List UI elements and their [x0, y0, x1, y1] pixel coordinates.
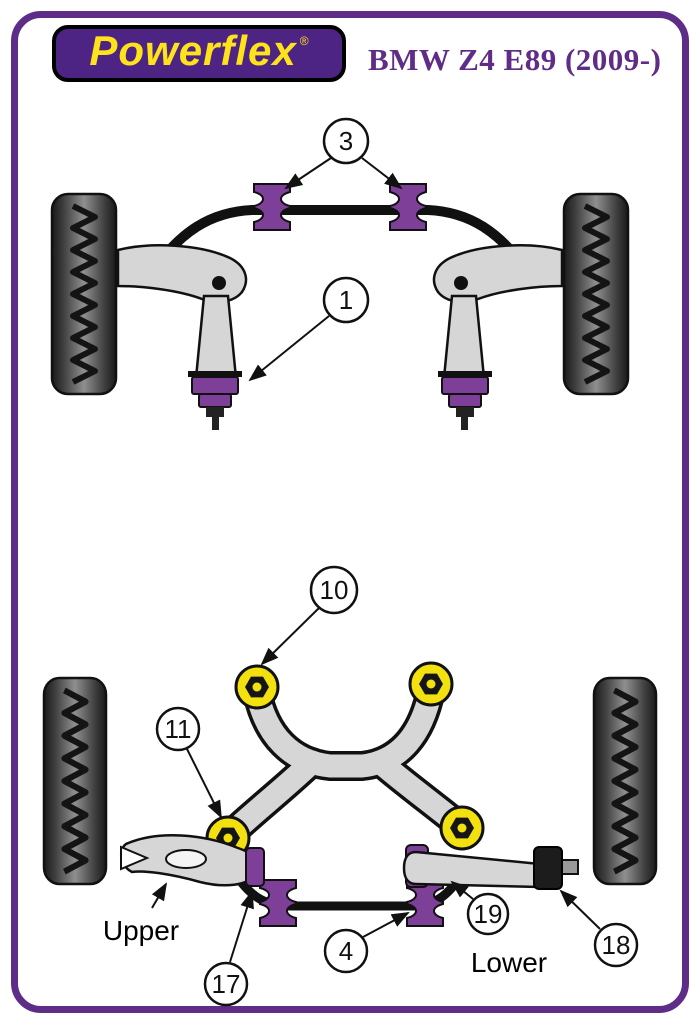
callout-11-number: 11: [165, 714, 192, 744]
front-right-arm: [432, 244, 564, 432]
front-left-tire: [52, 194, 116, 394]
callout-17-number: 17: [212, 969, 241, 999]
logo-text: Powerflex: [89, 26, 297, 74]
rear-right-tire: [594, 678, 656, 884]
upper-arm-bush: [245, 847, 265, 887]
callout-1-number: 1: [339, 285, 353, 315]
callout-19: 19: [450, 880, 510, 936]
upper-label: Upper: [103, 915, 179, 946]
front-left-arm: [116, 244, 248, 432]
callout-3-number: 3: [339, 126, 353, 156]
callout-11: 11: [155, 706, 222, 819]
front-arb-bush-right: [389, 183, 427, 231]
rear-subframe-bush-front-left: [234, 664, 280, 710]
front-right-tire: [564, 194, 628, 394]
rear-subframe-bush-front-right: [408, 661, 454, 707]
upper-arm-fork: [120, 845, 150, 871]
callout-10: 10: [260, 565, 359, 666]
callout-18: 18: [559, 889, 639, 968]
page-title: BMW Z4 E89 (2009-): [368, 42, 662, 77]
lower-arm-outer-bush: [533, 846, 563, 890]
callout-10-number: 10: [320, 575, 349, 605]
powerflex-logo: Powerflex ®: [52, 25, 346, 82]
rear-subframe-bush-rear-right: [439, 805, 485, 851]
page-border: [11, 11, 689, 1013]
callout-17: 17: [203, 890, 254, 1007]
callout-4: 4: [323, 912, 410, 974]
rear-left-tire: [44, 678, 106, 884]
callout-19-number: 19: [474, 899, 503, 929]
rear-upper-arm: [119, 834, 260, 887]
upper-label-arrow: [151, 882, 168, 909]
rear-arb-bush-left: [259, 879, 297, 927]
front-arb-bush-left: [253, 183, 291, 231]
registered-trademark-icon: ®: [299, 34, 309, 48]
front-anti-roll-bar: [147, 205, 533, 277]
callout-3: 3: [284, 117, 403, 190]
rear-subframe: [216, 675, 475, 849]
callout-4-number: 4: [339, 936, 353, 966]
callout-1: 1: [248, 276, 370, 382]
lower-label: Lower: [471, 947, 547, 978]
callout-18-number: 18: [602, 930, 631, 960]
rear-lower-arm: [402, 844, 579, 890]
